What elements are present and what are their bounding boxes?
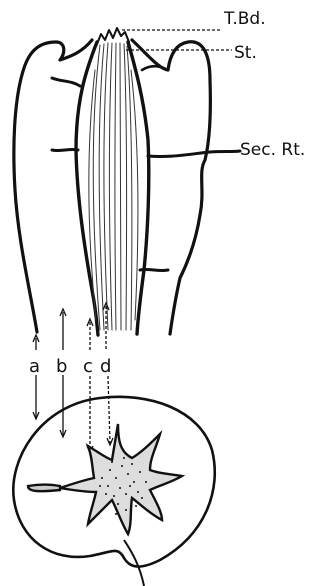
stele-striations bbox=[89, 43, 138, 330]
lateral-root-strand bbox=[28, 485, 60, 492]
zone-letter-d: d bbox=[100, 356, 111, 377]
zone-letter-a: a bbox=[29, 356, 40, 377]
root-outer-wall-left bbox=[14, 40, 92, 332]
zone-arrows bbox=[33, 303, 113, 453]
root-longitudinal-section bbox=[14, 28, 240, 335]
zone-letter-b: b bbox=[56, 356, 67, 377]
lateral-root-left-mid bbox=[52, 149, 78, 150]
lateral-root-lower bbox=[140, 269, 168, 270]
terminal-bud-label: T.Bd. bbox=[223, 9, 266, 29]
zone-d-arrow-down bbox=[108, 376, 110, 444]
lateral-root-upper bbox=[52, 78, 80, 86]
root-outer-wall-right bbox=[132, 40, 210, 334]
secondary-root-label: Sec. Rt. bbox=[240, 140, 305, 160]
stele-star bbox=[60, 424, 182, 534]
lateral-root-right-upper bbox=[142, 66, 168, 70]
zone-letter-c: c bbox=[83, 356, 93, 377]
root-transverse-section bbox=[13, 397, 214, 586]
stele-label: St. bbox=[234, 43, 257, 63]
